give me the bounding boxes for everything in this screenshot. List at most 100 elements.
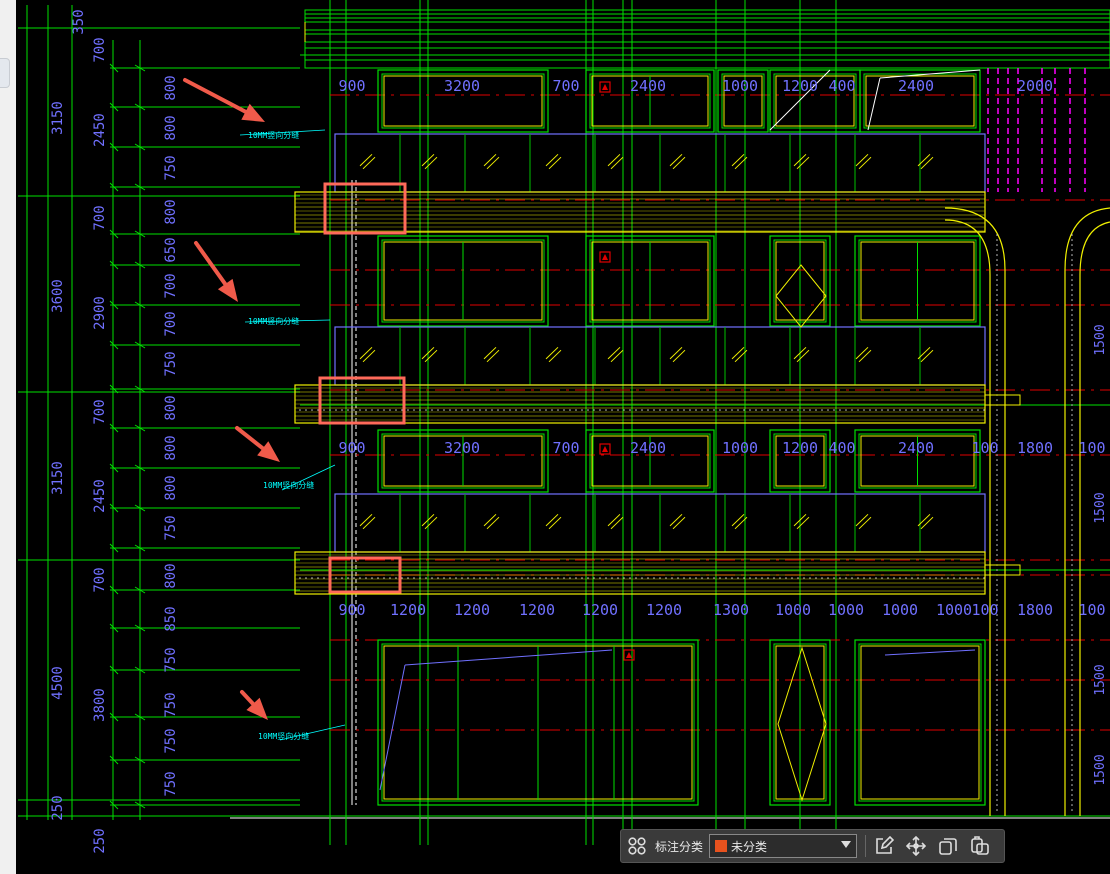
grid-icon[interactable]	[621, 830, 653, 862]
slab-dot	[893, 409, 895, 411]
move-icon[interactable]	[900, 830, 932, 862]
dim-mid: 2450	[92, 479, 108, 513]
pilaster-dot	[996, 774, 998, 776]
pilaster-dot	[1071, 754, 1073, 756]
slab-dot	[431, 577, 433, 579]
glass-hatch	[796, 349, 810, 363]
pilaster-dot	[996, 634, 998, 636]
pilaster-dot	[996, 609, 998, 611]
slab-dot	[629, 577, 631, 579]
category-dropdown[interactable]: 未分类	[709, 834, 858, 858]
slab-dot	[491, 409, 493, 411]
pilaster-dot	[1071, 789, 1073, 791]
dim-outer: 350	[71, 9, 87, 34]
glass-hatch	[607, 153, 621, 167]
slab-dot	[461, 409, 463, 411]
pilaster-dot	[1071, 344, 1073, 346]
callout-label: 10MM竖向分缝	[248, 316, 299, 326]
slab-dot	[869, 577, 871, 579]
window-frame	[775, 435, 825, 487]
glass-hatch	[483, 513, 497, 527]
dim-inner: 800	[163, 75, 179, 100]
glass-hatch	[424, 349, 438, 363]
slab-dot	[899, 577, 901, 579]
slab-dot	[617, 409, 619, 411]
pilaster-dot	[1071, 284, 1073, 286]
pilaster-dot	[996, 614, 998, 616]
pilaster-dot	[1071, 744, 1073, 746]
dim-inner: 750	[163, 771, 179, 796]
slab-dot	[857, 577, 859, 579]
drawing-geometry	[18, 0, 1110, 845]
dim-right-edge: 1500	[1093, 492, 1108, 523]
slab-dot	[785, 577, 787, 579]
window-frame	[585, 235, 715, 327]
panel-handle[interactable]	[0, 58, 10, 88]
slab-dot	[581, 409, 583, 411]
slab-dot	[455, 577, 457, 579]
slab-dot	[803, 409, 805, 411]
slab-dot	[353, 409, 355, 411]
slab-dot	[737, 577, 739, 579]
pilaster-dot	[1071, 364, 1073, 366]
pilaster-dot	[1071, 599, 1073, 601]
leader-line	[244, 319, 331, 323]
pilaster-dot	[1071, 504, 1073, 506]
glass-hatch	[672, 516, 686, 530]
pilaster-dot	[996, 514, 998, 516]
slab-dot	[887, 577, 889, 579]
slab-dot	[695, 409, 697, 411]
glass-hatch	[855, 513, 869, 527]
window-frame	[377, 429, 549, 493]
edit-icon[interactable]	[868, 830, 900, 862]
window-frame	[854, 235, 981, 327]
slab-dot	[761, 409, 763, 411]
dim-inner: 750	[163, 692, 179, 717]
pilaster-dot	[996, 364, 998, 366]
pilaster-dot	[996, 314, 998, 316]
pilaster-dot	[996, 419, 998, 421]
slab-dot	[503, 577, 505, 579]
floor-slab	[294, 191, 986, 233]
pilaster-dot	[996, 309, 998, 311]
slab-dot	[947, 577, 949, 579]
copy-icon[interactable]	[932, 830, 964, 862]
slab-dot	[299, 409, 301, 411]
slab-dot	[371, 409, 373, 411]
slab-dot	[551, 577, 553, 579]
paste-icon[interactable]	[964, 830, 996, 862]
dim-row: 100	[1078, 601, 1105, 619]
pilaster-dot	[1071, 494, 1073, 496]
pilaster-dot	[1071, 799, 1073, 801]
glass-hatch	[545, 513, 559, 527]
dim-outer: 3150	[50, 461, 66, 495]
slab-dot	[305, 577, 307, 579]
slab-dot	[605, 409, 607, 411]
pilaster-dot	[1071, 569, 1073, 571]
slab-dot	[431, 409, 433, 411]
slab-dot	[557, 577, 559, 579]
window-frame	[383, 75, 543, 127]
glass-hatch	[731, 513, 745, 527]
pilaster-dot	[996, 374, 998, 376]
slab-dot	[695, 577, 697, 579]
pilaster-dot	[1071, 414, 1073, 416]
slab-dot	[533, 409, 535, 411]
slab-dot	[713, 577, 715, 579]
dim-row: 100	[971, 439, 998, 457]
pilaster-dot	[1071, 734, 1073, 736]
slab-dot	[389, 409, 391, 411]
swing-line	[884, 649, 976, 656]
pilaster-dot	[996, 474, 998, 476]
slab-dot	[347, 577, 349, 579]
slab-dot	[383, 409, 385, 411]
arch-inner	[944, 219, 991, 816]
slab-dot	[569, 577, 571, 579]
glass-hatch	[359, 513, 373, 527]
pilaster-dot	[1071, 279, 1073, 281]
dim-tick	[134, 143, 146, 151]
slab-dot	[875, 577, 877, 579]
window-frame	[721, 73, 765, 129]
